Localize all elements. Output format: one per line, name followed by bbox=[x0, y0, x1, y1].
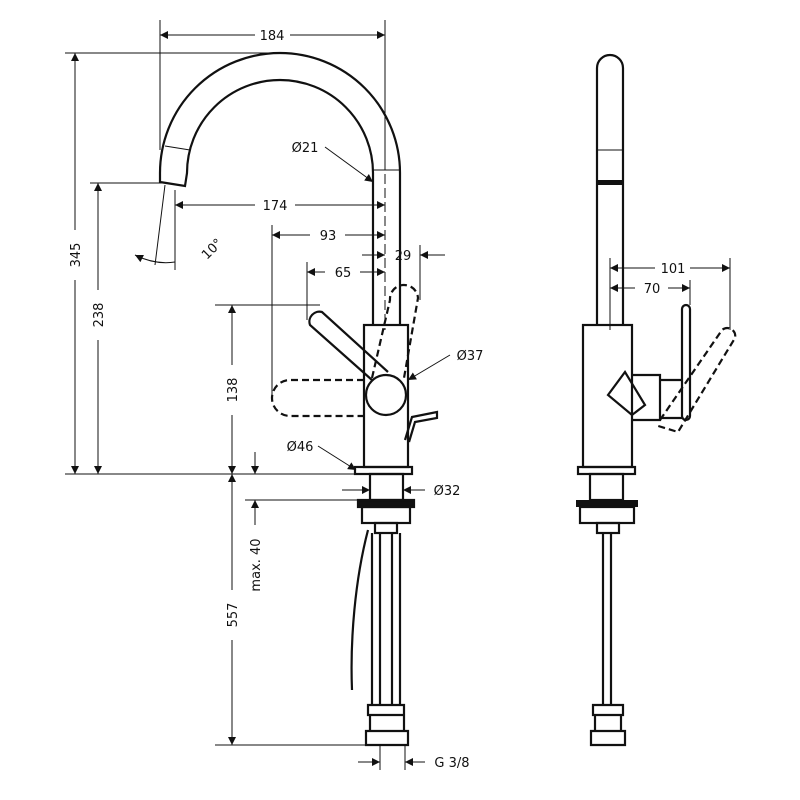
spout-side bbox=[595, 53, 625, 325]
lever-alt-horizontal bbox=[270, 378, 364, 418]
dim-angle: 10° bbox=[199, 236, 226, 263]
lever-alt-vertical bbox=[370, 283, 420, 379]
dim-70: 70 bbox=[644, 282, 661, 297]
hose-connectors bbox=[364, 703, 410, 747]
dim-spout-diameter: Ø21 bbox=[292, 141, 319, 156]
dim-max-40: max. 40 bbox=[249, 538, 264, 591]
handle-side bbox=[606, 370, 662, 422]
shank bbox=[368, 472, 405, 502]
dim-thread: G 3/8 bbox=[434, 756, 469, 771]
front-view: 184 345 238 174 10° 93 65 bbox=[65, 20, 483, 771]
handle-knob bbox=[364, 373, 408, 417]
lever-side-alt bbox=[654, 327, 737, 434]
dim-557: 557 bbox=[226, 603, 241, 628]
dim-handle-diameter: Ø37 bbox=[457, 349, 484, 364]
dim-184: 184 bbox=[260, 29, 285, 44]
dim-138: 138 bbox=[226, 378, 241, 403]
dim-238: 238 bbox=[92, 303, 107, 328]
dim-29: 29 bbox=[395, 249, 412, 264]
dim-101: 101 bbox=[661, 262, 686, 277]
fixing-nut bbox=[360, 505, 412, 525]
spout bbox=[158, 51, 402, 325]
dim-345: 345 bbox=[69, 243, 84, 268]
side-view: 101 70 bbox=[576, 53, 737, 747]
hoses bbox=[370, 533, 402, 705]
lever-side bbox=[680, 303, 692, 422]
dim-93: 93 bbox=[320, 229, 337, 244]
dim-65: 65 bbox=[335, 266, 352, 281]
dim-base-diameter: Ø46 bbox=[287, 440, 314, 455]
dimensions-side: 101 70 bbox=[609, 258, 731, 330]
dim-shank-diameter: Ø32 bbox=[434, 484, 461, 499]
pull-lever bbox=[403, 410, 439, 443]
dim-174: 174 bbox=[263, 199, 288, 214]
dimensions-front: 184 345 238 174 10° 93 65 bbox=[65, 20, 483, 771]
lever bbox=[308, 310, 389, 381]
